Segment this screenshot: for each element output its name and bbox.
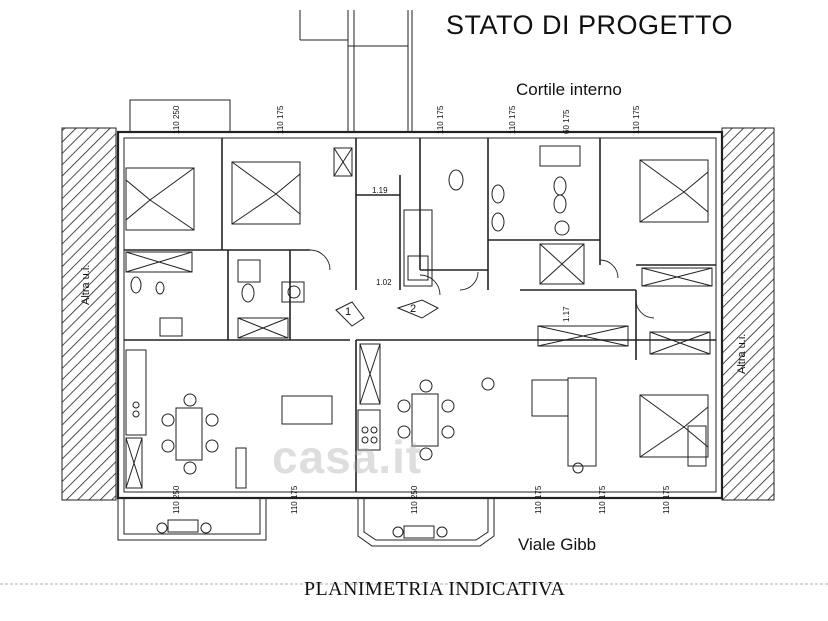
door-swings [309,249,655,319]
dimension-label: 1.19 [372,186,388,195]
window-dimension: 110 175 [598,485,607,514]
door-number: 2 [410,303,417,315]
door-number: 1 [345,306,352,318]
bathroom-fixtures [130,145,585,337]
living-furniture [235,377,707,489]
interior-walls [124,138,716,492]
wardrobes [125,147,713,489]
kitchen-counters [125,349,381,451]
beds [125,159,709,458]
window-dimension: 110 175 [632,105,641,134]
hatch-left [61,127,117,501]
courtyard-label: Cortile interno [516,80,622,99]
stair-block [129,10,413,133]
street-label: Viale Gibb [518,535,597,554]
window-dimension: 110 250 [172,485,181,514]
page-title: STATO DI PROGETTO [446,10,734,40]
window-dimension: 60 175 [562,109,571,134]
window-dimension: 110 175 [508,105,517,134]
window-dimension: 110 175 [534,485,543,514]
window-dimension: 110 175 [290,485,299,514]
dimension-label: 1.02 [376,278,392,287]
window-dimension: 110 175 [276,105,285,134]
window-dimension: 110 175 [436,105,445,134]
window-dimension: 110 250 [410,485,419,514]
neighbor-label-left: Altra u.i. [80,264,92,305]
neighbor-label-right: Altra u.i. [736,333,748,374]
watermark: casa.it [272,431,423,483]
door-markers [335,299,440,327]
dining-tables [161,377,495,475]
bottom-balconies [117,498,495,547]
window-dimension: 110 250 [172,105,181,134]
dimension-label: 1.17 [562,306,571,322]
hatch-right [721,127,775,501]
footer-caption: PLANIMETRIA INDICATIVA [304,578,566,600]
window-dimension: 110 175 [662,485,671,514]
